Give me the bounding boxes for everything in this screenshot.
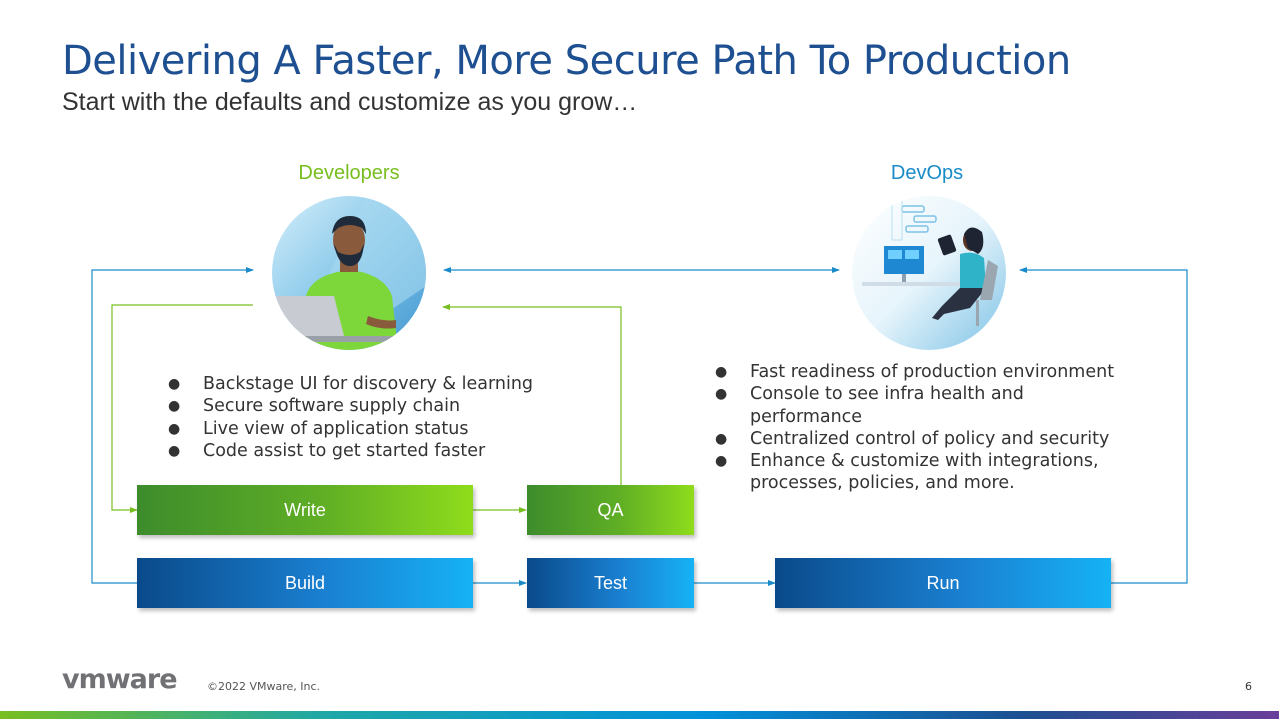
developers-bullet-list: Backstage UI for discovery & learning Se… bbox=[168, 373, 588, 462]
build-stage[interactable]: Build bbox=[137, 558, 473, 608]
write-stage-label: Write bbox=[284, 499, 326, 520]
developers-bullet: Backstage UI for discovery & learning bbox=[168, 373, 588, 396]
vmware-logo-text: vmware bbox=[62, 664, 177, 694]
run-stage[interactable]: Run bbox=[775, 558, 1111, 608]
build-stage-label: Build bbox=[284, 572, 326, 593]
developers-bullet: Secure software supply chain bbox=[168, 395, 588, 418]
run-stage-label: Run bbox=[926, 572, 960, 593]
devops-bullet-list: Fast readiness of production environment… bbox=[715, 361, 1155, 495]
copyright-text: ©2022 VMware, Inc. bbox=[207, 680, 321, 693]
test-stage[interactable]: Test bbox=[527, 558, 694, 608]
developers-label: Developers bbox=[298, 162, 400, 184]
slide-title: Delivering A Faster, More Secure Path To… bbox=[62, 38, 1071, 84]
qa-to-developers-arrow bbox=[442, 304, 622, 485]
devops-bullet: Console to see infra health and performa… bbox=[715, 383, 1080, 428]
build-to-developers-arrow bbox=[91, 267, 254, 584]
qa-stage[interactable]: QA bbox=[527, 485, 694, 535]
developers-bullet: Code assist to get started faster bbox=[168, 440, 588, 463]
devops-illustration bbox=[852, 196, 1006, 350]
vmware-logo: vmware bbox=[62, 664, 192, 699]
devops-bullet: Centralized control of policy and securi… bbox=[715, 428, 1155, 451]
run-to-devops-arrow bbox=[1019, 267, 1188, 584]
developers-bullet: Live view of application status bbox=[168, 418, 588, 441]
developer-illustration bbox=[272, 196, 426, 350]
devops-bullet: Enhance & customize with integrations, p… bbox=[715, 450, 1150, 495]
test-stage-label: Test bbox=[593, 572, 627, 593]
write-stage[interactable]: Write bbox=[137, 485, 473, 535]
page-number: 6 bbox=[1245, 680, 1252, 693]
qa-stage-label: QA bbox=[597, 499, 624, 520]
brand-gradient-bar bbox=[0, 711, 1279, 719]
slide-subtitle: Start with the defaults and customize as… bbox=[62, 88, 638, 116]
devops-label: DevOps bbox=[890, 162, 964, 184]
developers-to-write-arrow bbox=[111, 304, 253, 513]
devops-bullet: Fast readiness of production environment bbox=[715, 361, 1155, 384]
